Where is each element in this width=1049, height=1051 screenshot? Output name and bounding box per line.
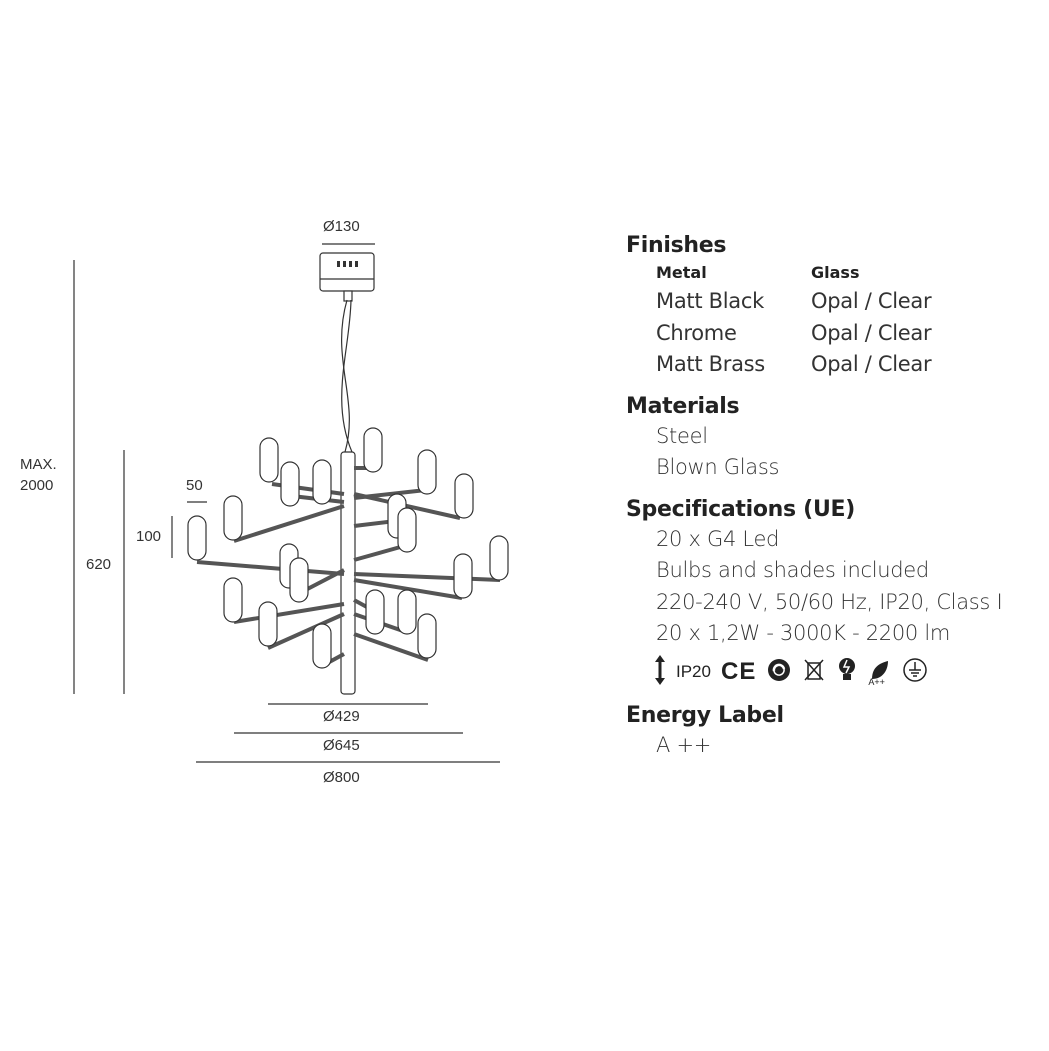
- metal-item: Matt Black: [656, 289, 764, 313]
- ce-mark-icon: CE: [720, 657, 757, 685]
- chandelier-drawing: [73, 243, 509, 763]
- spec-panel: Finishes Metal Matt Black Chrome Matt Br…: [626, 232, 1046, 761]
- materials-heading: Materials: [626, 393, 740, 419]
- shade-height-label: 100: [136, 528, 162, 545]
- finishes-heading: Finishes: [626, 233, 727, 258]
- energy-class-small-label: A++: [868, 676, 885, 687]
- specifications-heading: Specifications (UE): [626, 496, 855, 522]
- glass-item: Opal / Clear: [811, 352, 932, 376]
- glass-column: Glass Opal / Clear Opal / Clear Opal / C…: [811, 260, 966, 381]
- metal-column: Metal Matt Black Chrome Matt Brass: [656, 260, 811, 381]
- recycling-icon: [766, 657, 792, 687]
- inner-diameter-label: Ø429: [323, 708, 360, 725]
- material-item: Steel: [656, 423, 708, 448]
- certification-icons: IP20 CE A++: [626, 650, 1046, 694]
- ip-rating-label: IP20: [676, 661, 711, 681]
- glass-header: Glass: [811, 263, 860, 282]
- ground-icon: [902, 657, 928, 687]
- spec-item: Bulbs and shades included: [656, 558, 929, 582]
- metal-item: Chrome: [656, 320, 737, 345]
- body-height-label: 620: [86, 556, 112, 573]
- ceiling-canopy: [319, 252, 375, 292]
- height-adjust-icon: [654, 654, 666, 690]
- glass-item: Opal / Clear: [811, 289, 932, 313]
- suspension-cable: [341, 299, 350, 453]
- outer-diameter-label: Ø800: [323, 769, 360, 786]
- spec-item: 20 x G4 Led: [656, 526, 780, 551]
- max-height-label-2: 2000: [20, 477, 54, 494]
- eco-energy-icon: A++: [868, 659, 892, 687]
- middle-diameter-label: Ø645: [323, 737, 360, 754]
- energy-label-value: A ++: [656, 732, 712, 757]
- shade-width-label: 50: [186, 477, 203, 494]
- metal-item: Matt Brass: [656, 352, 765, 376]
- spec-item: 220-240 V, 50/60 Hz, IP20, Class I: [656, 589, 1003, 614]
- spec-item: 20 x 1,2W - 3000K - 2200 lm: [656, 621, 951, 645]
- finishes-table: Metal Matt Black Chrome Matt Brass Glass…: [626, 260, 1046, 381]
- max-height-label-1: MAX.: [20, 456, 57, 473]
- metal-header: Metal: [656, 263, 707, 282]
- glass-item: Opal / Clear: [811, 320, 932, 345]
- weee-bin-icon: [802, 657, 826, 687]
- led-bulb-icon: [836, 656, 858, 688]
- material-item: Blown Glass: [656, 455, 780, 479]
- energy-label-heading: Energy Label: [626, 702, 784, 728]
- canopy-diameter-label: Ø130: [323, 218, 360, 235]
